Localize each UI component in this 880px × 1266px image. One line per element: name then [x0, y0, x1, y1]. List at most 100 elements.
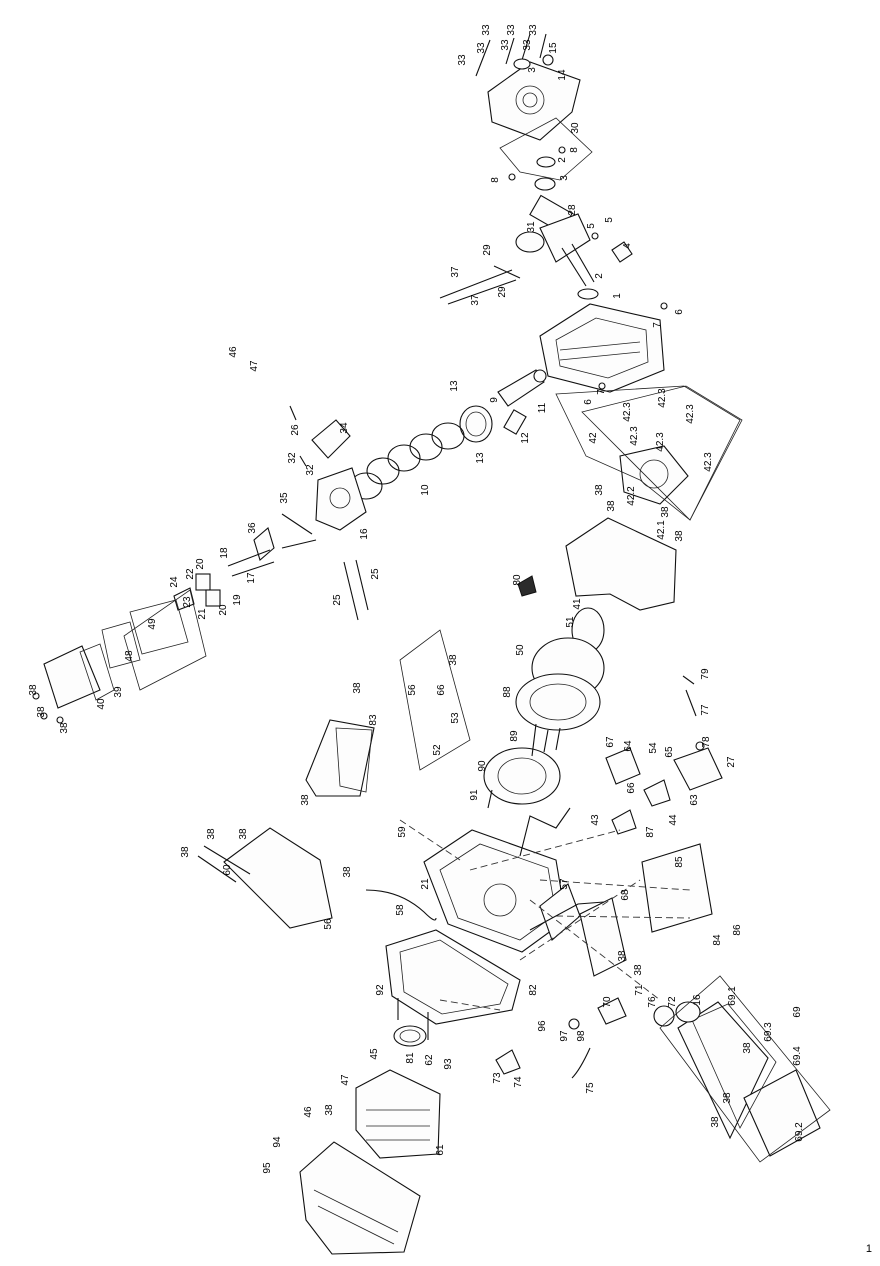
part-label-36: 36 [247, 522, 258, 534]
part-label-33c: 33 [528, 24, 539, 36]
part-label-38q: 38 [742, 1042, 753, 1054]
part-label-45: 45 [369, 1048, 380, 1060]
part-label-69.4: 69.4 [792, 1046, 803, 1066]
part-label-8b: 8 [490, 177, 501, 183]
part-label-19: 19 [232, 594, 243, 606]
part-label-20b: 20 [218, 604, 229, 616]
part-label-69.2: 69.2 [794, 1122, 805, 1142]
part-label-70: 70 [602, 996, 613, 1008]
part-label-58: 58 [395, 904, 406, 916]
part-label-51: 51 [565, 616, 576, 628]
part-label-12: 12 [520, 432, 531, 444]
part-label-42.2: 42.2 [626, 486, 637, 506]
part-label-53: 53 [450, 712, 461, 724]
part-label-78: 78 [701, 736, 712, 748]
part-label-69.1: 69.1 [727, 986, 738, 1006]
part-label-28: 28 [567, 204, 578, 216]
part-label-74: 74 [513, 1076, 524, 1088]
part-label-68: 68 [620, 889, 631, 901]
part-label-34: 34 [339, 422, 350, 434]
part-label-93: 93 [443, 1058, 454, 1070]
part-label-47b: 47 [340, 1074, 351, 1086]
crankshaft-group [439, 194, 633, 305]
part-label-10: 10 [420, 484, 431, 496]
part-label-37a: 37 [450, 266, 461, 278]
part-label-38a: 38 [594, 484, 605, 496]
part-label-38r: 38 [722, 1092, 733, 1104]
part-label-22: 22 [185, 568, 196, 580]
part-label-32b: 32 [305, 464, 316, 476]
piston-cylinder-group [289, 369, 547, 621]
part-label-42.3d: 42.3 [629, 426, 640, 446]
part-label-42.3b: 42.3 [657, 388, 668, 408]
part-label-33b: 33 [506, 24, 517, 36]
part-label-57: 57 [559, 878, 570, 890]
part-label-39: 39 [113, 686, 124, 698]
part-label-38f: 38 [28, 684, 39, 696]
part-label-26: 26 [290, 424, 301, 436]
part-label-42.3a: 42.3 [622, 402, 633, 422]
part-label-38j: 38 [300, 794, 311, 806]
part-label-5a: 5 [586, 223, 597, 229]
part-label-31: 31 [526, 221, 537, 233]
part-label-20a: 20 [195, 558, 206, 570]
part-label-66b: 66 [626, 782, 637, 794]
part-label-13b: 13 [475, 452, 486, 464]
part-label-67: 67 [605, 736, 616, 748]
part-label-85: 85 [674, 856, 685, 868]
part-label-61: 61 [435, 1144, 446, 1156]
part-label-84: 84 [712, 934, 723, 946]
muffler-group [299, 1069, 441, 1255]
part-label-94: 94 [272, 1136, 283, 1148]
part-label-38e: 38 [448, 654, 459, 666]
part-label-8a: 8 [569, 147, 580, 153]
part-label-69.3: 69.3 [763, 1022, 774, 1042]
part-label-43: 43 [590, 814, 601, 826]
part-label-72: 72 [667, 996, 678, 1008]
part-label-21: 21 [197, 608, 208, 620]
page-number: 1 [866, 1243, 872, 1255]
part-label-64: 64 [623, 740, 634, 752]
part-label-95: 95 [262, 1162, 273, 1174]
part-label-33d: 33 [476, 42, 487, 54]
crankcase-group [539, 302, 668, 393]
part-label-14: 14 [557, 69, 568, 81]
part-label-83: 83 [368, 714, 379, 726]
part-label-1: 1 [612, 293, 623, 299]
part-label-27a: 27 [726, 756, 737, 768]
part-label-9: 9 [489, 397, 500, 403]
part-label-25b: 25 [332, 594, 343, 606]
part-label-49: 49 [147, 618, 158, 630]
air-intake-group [385, 929, 521, 1047]
part-label-5b: 5 [604, 217, 615, 223]
part-label-17: 17 [246, 572, 257, 584]
carburetor-group [605, 675, 723, 835]
part-label-60: 60 [222, 864, 233, 876]
part-label-41: 41 [572, 598, 583, 610]
part-label-96: 96 [537, 1020, 548, 1032]
part-label-13a: 13 [449, 380, 460, 392]
part-label-81: 81 [405, 1052, 416, 1064]
part-label-2a: 2 [557, 157, 568, 163]
part-label-52: 52 [432, 744, 443, 756]
part-label-65: 65 [664, 746, 675, 758]
part-label-92: 92 [375, 984, 386, 996]
part-label-38o: 38 [617, 950, 628, 962]
part-label-38b: 38 [606, 500, 617, 512]
part-label-69: 69 [792, 1006, 803, 1018]
part-label-73: 73 [492, 1072, 503, 1084]
part-label-38s: 38 [324, 1104, 335, 1116]
part-label-29b: 29 [497, 286, 508, 298]
part-label-63: 63 [689, 794, 700, 806]
part-label-6a: 6 [674, 309, 685, 315]
part-label-18: 18 [219, 547, 230, 559]
part-label-79: 79 [700, 668, 711, 680]
part-label-38i: 38 [59, 722, 70, 734]
part-label-38t: 38 [710, 1116, 721, 1128]
part-label-11: 11 [537, 402, 548, 413]
part-label-35: 35 [279, 492, 290, 504]
part-label-54: 54 [648, 742, 659, 754]
part-label-38m: 38 [180, 846, 191, 858]
part-label-47a: 47 [249, 360, 260, 372]
